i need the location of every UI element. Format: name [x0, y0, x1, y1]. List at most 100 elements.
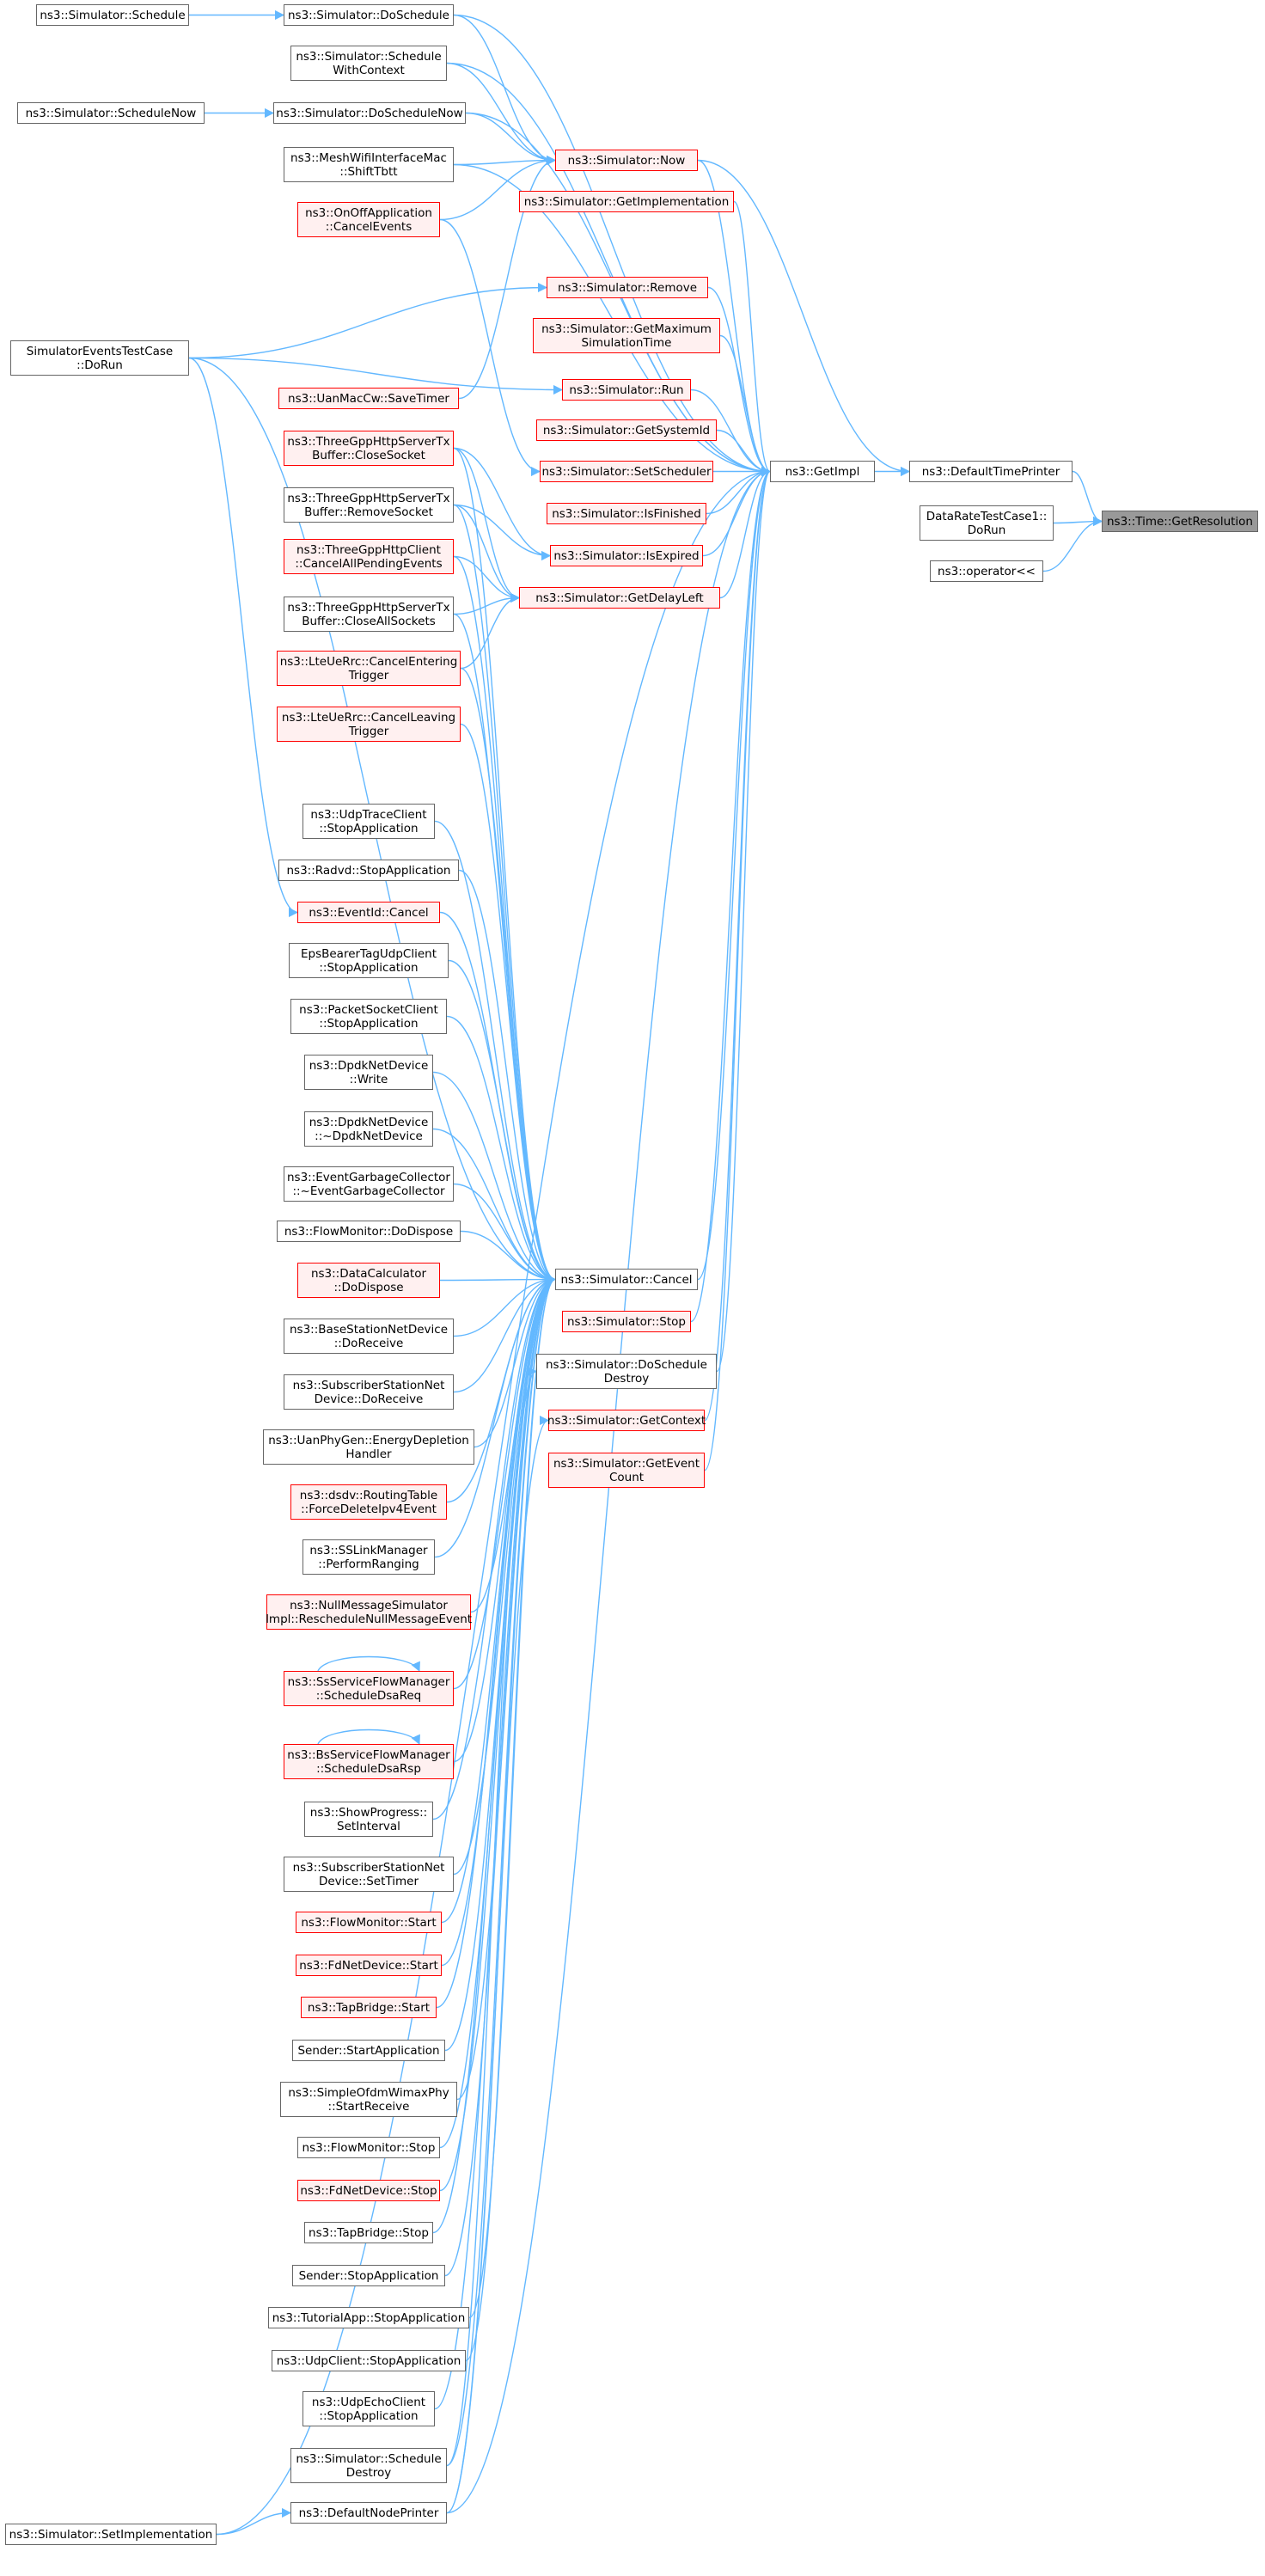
graph-node-label: ns3::NullMessageSimulator Impl::Reschedu…	[265, 1598, 473, 1626]
graph-node-sstimer[interactable]: ns3::SubscriberStationNet Device::SetTim…	[284, 1857, 454, 1892]
graph-node-removesock[interactable]: ns3::ThreeGppHttpServerTx Buffer::Remove…	[284, 487, 454, 523]
edge-evcount-to-getimpl	[704, 467, 772, 1472]
graph-node-deftime[interactable]: ns3::DefaultTimePrinter	[909, 461, 1072, 482]
graph-node-label: ns3::OnOffApplication ::CancelEvents	[305, 205, 432, 234]
graph-node-cancel[interactable]: ns3::Simulator::Cancel	[555, 1269, 698, 1290]
graph-node-label: ns3::Simulator::SetScheduler	[541, 464, 712, 479]
graph-node-nullmsg[interactable]: ns3::NullMessageSimulator Impl::Reschedu…	[265, 1594, 473, 1630]
graph-node-ssdsareq[interactable]: ns3::SsServiceFlowManager ::ScheduleDsaR…	[284, 1671, 454, 1706]
graph-node-label: ns3::TapBridge::Stop	[309, 2225, 429, 2240]
graph-node-doschednow[interactable]: ns3::Simulator::DoScheduleNow	[273, 102, 466, 124]
edge-dpdkdtor-to-cancel	[432, 1128, 557, 1285]
graph-node-senderstop[interactable]: Sender::StopApplication	[292, 2265, 445, 2286]
graph-node-datarate[interactable]: DataRateTestCase1:: DoRun	[920, 505, 1054, 541]
graph-node-doschedd[interactable]: ns3::Simulator::DoSchedule Destroy	[536, 1354, 717, 1389]
graph-node-evcount[interactable]: ns3::Simulator::GetEvent Count	[548, 1453, 705, 1488]
graph-node-ssrecv[interactable]: ns3::SubscriberStationNet Device::DoRece…	[284, 1374, 454, 1410]
graph-node-getctx[interactable]: ns3::Simulator::GetContext	[547, 1410, 706, 1431]
graph-node-label: ns3::FdNetDevice::Start	[299, 1958, 438, 1973]
graph-node-showprog[interactable]: ns3::ShowProgress:: SetInterval	[304, 1802, 433, 1837]
graph-node-fdstart[interactable]: ns3::FdNetDevice::Start	[296, 1955, 442, 1976]
graph-node-setimpl[interactable]: ns3::Simulator::SetImplementation	[5, 2524, 217, 2545]
graph-node-delayleft[interactable]: ns3::Simulator::GetDelayLeft	[519, 587, 720, 609]
graph-node-flowstart[interactable]: ns3::FlowMonitor::Start	[296, 1912, 442, 1933]
graph-node-label: ns3::EventId::Cancel	[309, 905, 429, 920]
graph-node-dpdkwrite[interactable]: ns3::DpdkNetDevice ::Write	[304, 1055, 433, 1090]
graph-node-pktsock[interactable]: ns3::PacketSocketClient ::StopApplicatio…	[290, 999, 447, 1034]
graph-node-schedule[interactable]: ns3::Simulator::Schedule	[36, 4, 189, 26]
graph-node-bsdsarsp[interactable]: ns3::BsServiceFlowManager ::ScheduleDsaR…	[284, 1744, 454, 1779]
graph-node-dsdv[interactable]: ns3::dsdv::RoutingTable ::ForceDeleteIpv…	[290, 1484, 447, 1520]
graph-node-onoff[interactable]: ns3::OnOffApplication ::CancelEvents	[297, 202, 440, 237]
graph-node-flowdispose[interactable]: ns3::FlowMonitor::DoDispose	[277, 1221, 461, 1242]
graph-node-label: ns3::ThreeGppHttpServerTx Buffer::CloseA…	[287, 600, 450, 628]
graph-node-fdstop[interactable]: ns3::FdNetDevice::Stop	[297, 2180, 440, 2201]
graph-node-httpclient[interactable]: ns3::ThreeGppHttpClient ::CancelAllPendi…	[284, 539, 454, 574]
graph-node-stop[interactable]: ns3::Simulator::Stop	[562, 1311, 691, 1332]
edge-closesock-to-isexpired	[453, 447, 552, 561]
graph-node-epsbearer[interactable]: EpsBearerTagUdpClient ::StopApplication	[289, 943, 449, 978]
graph-node-label: ns3::Simulator::Schedule WithContext	[296, 49, 442, 77]
graph-node-datacalc[interactable]: ns3::DataCalculator ::DoDispose	[297, 1263, 440, 1298]
graph-node-tapstart[interactable]: ns3::TapBridge::Start	[301, 1997, 437, 2018]
graph-node-isfinished[interactable]: ns3::Simulator::IsFinished	[547, 503, 706, 524]
graph-node-defnode[interactable]: ns3::DefaultNodePrinter	[290, 2502, 447, 2524]
graph-node-eventid[interactable]: ns3::EventId::Cancel	[297, 902, 440, 923]
graph-node-uanmac[interactable]: ns3::UanMacCw::SaveTimer	[278, 388, 459, 409]
graph-node-evgc[interactable]: ns3::EventGarbageCollector ::~EventGarba…	[284, 1166, 454, 1202]
graph-node-label: ns3::SimpleOfdmWimaxPhy ::StartReceive	[288, 2085, 449, 2114]
graph-node-meshshift[interactable]: ns3::MeshWifiInterfaceMac ::ShiftTbtt	[284, 147, 454, 182]
graph-node-ofdm[interactable]: ns3::SimpleOfdmWimaxPhy ::StartReceive	[280, 2082, 457, 2117]
graph-node-maxsim[interactable]: ns3::Simulator::GetMaximum SimulationTim…	[533, 318, 720, 353]
graph-node-remove[interactable]: ns3::Simulator::Remove	[547, 277, 708, 298]
graph-node-opout[interactable]: ns3::operator<<	[930, 560, 1043, 582]
graph-node-schednow[interactable]: ns3::Simulator::ScheduleNow	[17, 102, 205, 124]
graph-node-schedwithctx[interactable]: ns3::Simulator::Schedule WithContext	[290, 46, 447, 81]
graph-node-tapstop[interactable]: ns3::TapBridge::Stop	[304, 2222, 433, 2243]
graph-node-sslink[interactable]: ns3::SSLinkManager ::PerformRanging	[302, 1539, 435, 1575]
graph-node-label: ns3::ThreeGppHttpServerTx Buffer::Remove…	[287, 491, 450, 519]
graph-node-sysid[interactable]: ns3::Simulator::GetSystemId	[536, 419, 717, 441]
graph-node-run[interactable]: ns3::Simulator::Run	[562, 379, 691, 401]
graph-node-label: ns3::FlowMonitor::Stop	[302, 2140, 436, 2155]
graph-node-senderstart[interactable]: Sender::StartApplication	[292, 2040, 445, 2061]
graph-node-getimpl2[interactable]: ns3::Simulator::GetImplementation	[519, 191, 734, 212]
graph-node-label: ns3::Simulator::Schedule Destroy	[296, 2451, 442, 2480]
graph-node-label: ns3::SubscriberStationNet Device::DoRece…	[292, 1378, 445, 1406]
graph-node-label: ns3::UanPhyGen::EnergyDepletion Handler	[268, 1433, 469, 1461]
graph-node-udpclient[interactable]: ns3::UdpClient::StopApplication	[272, 2350, 466, 2371]
edge-closesock-to-cancel	[453, 447, 557, 1284]
graph-node-simtest[interactable]: SimulatorEventsTestCase ::DoRun	[10, 340, 189, 376]
graph-node-dpdkdtor[interactable]: ns3::DpdkNetDevice ::~DpdkNetDevice	[304, 1111, 433, 1147]
graph-node-label: ns3::FlowMonitor::Start	[301, 1915, 437, 1930]
graph-node-label: ns3::Simulator::DoScheduleNow	[276, 106, 463, 120]
graph-node-doschedule[interactable]: ns3::Simulator::DoSchedule	[284, 4, 454, 26]
graph-node-label: ns3::Simulator::DoSchedule	[288, 8, 449, 22]
graph-node-label: ns3::Simulator::GetMaximum SimulationTim…	[541, 321, 712, 350]
graph-node-lteenter[interactable]: ns3::LteUeRrc::CancelEntering Trigger	[277, 651, 461, 686]
graph-node-closesock[interactable]: ns3::ThreeGppHttpServerTx Buffer::CloseS…	[284, 431, 454, 466]
graph-node-label: ns3::Simulator::Remove	[557, 280, 698, 295]
edge-radvd-to-cancel	[458, 869, 557, 1285]
graph-node-label: Sender::StopApplication	[298, 2268, 439, 2283]
graph-node-setsched[interactable]: ns3::Simulator::SetScheduler	[540, 461, 713, 482]
graph-node-bsrecv[interactable]: ns3::BaseStationNetDevice ::DoReceive	[284, 1319, 454, 1354]
graph-node-radvd[interactable]: ns3::Radvd::StopApplication	[278, 860, 459, 881]
graph-node-label: ns3::Simulator::IsFinished	[552, 506, 701, 521]
graph-node-lteleave[interactable]: ns3::LteUeRrc::CancelLeaving Trigger	[277, 707, 461, 742]
graph-node-udptrace[interactable]: ns3::UdpTraceClient ::StopApplication	[302, 804, 435, 839]
graph-node-scheddestroy[interactable]: ns3::Simulator::Schedule Destroy	[290, 2448, 447, 2483]
graph-node-label: ns3::DefaultTimePrinter	[921, 464, 1060, 479]
graph-node-flowstop[interactable]: ns3::FlowMonitor::Stop	[297, 2137, 440, 2158]
graph-node-getimpl[interactable]: ns3::GetImpl	[770, 461, 875, 482]
graph-node-tutorial[interactable]: ns3::TutorialApp::StopApplication	[268, 2307, 469, 2328]
graph-node-label: ns3::LteUeRrc::CancelLeaving Trigger	[281, 710, 456, 738]
graph-node-label: ns3::UanMacCw::SaveTimer	[288, 391, 449, 406]
graph-node-isexpired[interactable]: ns3::Simulator::IsExpired	[550, 545, 703, 566]
graph-node-now[interactable]: ns3::Simulator::Now	[555, 150, 698, 171]
graph-node-label: ns3::DefaultNodePrinter	[298, 2506, 439, 2520]
graph-node-udpecho[interactable]: ns3::UdpEchoClient ::StopApplication	[302, 2391, 435, 2426]
graph-node-closeall[interactable]: ns3::ThreeGppHttpServerTx Buffer::CloseA…	[284, 597, 454, 632]
graph-node-label: ns3::Simulator::GetEvent Count	[553, 1456, 700, 1484]
graph-node-uanphy[interactable]: ns3::UanPhyGen::EnergyDepletion Handler	[263, 1429, 474, 1465]
